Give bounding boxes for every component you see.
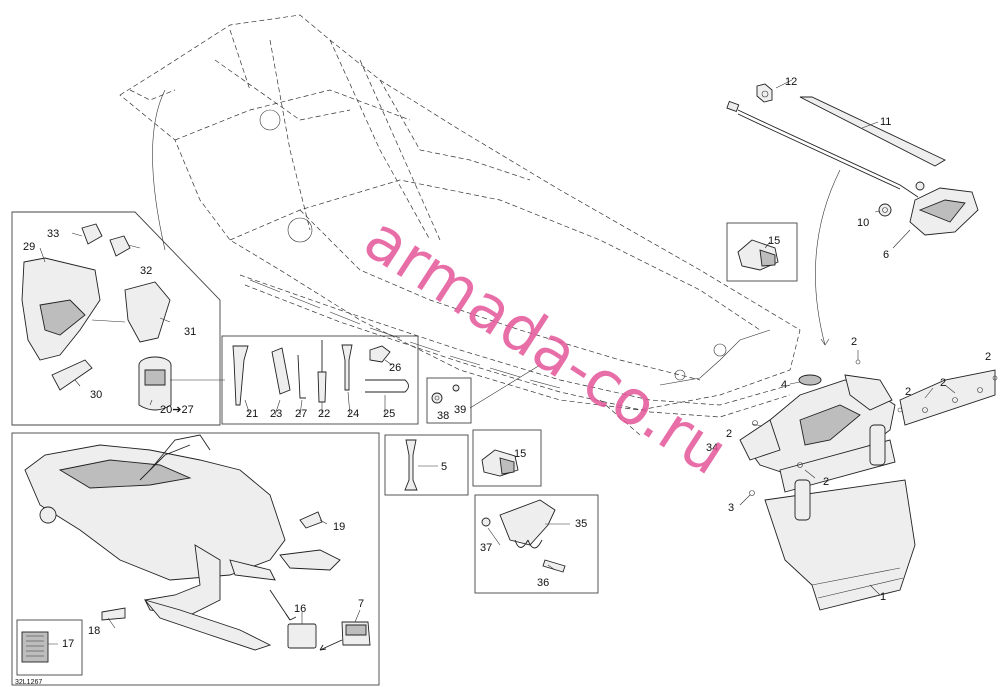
callout-15: 15	[768, 235, 780, 247]
snow-flap-assembly	[739, 350, 998, 611]
inset-nut-screw	[426, 364, 541, 424]
leader-curve-left	[152, 89, 166, 251]
callout-3: 3	[728, 502, 734, 514]
callout-10: 10	[857, 217, 869, 229]
callout-5: 5	[441, 461, 447, 473]
callout-21: 21	[246, 408, 258, 420]
callout-4: 4	[781, 379, 787, 391]
callout-35: 35	[575, 518, 587, 530]
callout-7: 7	[358, 598, 364, 610]
inset-tools	[221, 335, 419, 425]
callout-2: 2	[985, 351, 991, 363]
callout-33: 33	[47, 228, 59, 240]
callout-15: 15	[514, 448, 526, 460]
inset-part-15-bottom	[472, 429, 542, 487]
callout-2: 2	[905, 386, 911, 398]
callout-2: 2	[851, 336, 857, 348]
callout-22: 22	[318, 408, 330, 420]
inset-tool-kit	[11, 211, 225, 426]
callout-2: 2	[726, 428, 732, 440]
callout-25: 25	[383, 408, 395, 420]
chassis-frame	[119, 14, 801, 436]
callout-16: 16	[294, 603, 306, 615]
callout-30: 30	[90, 389, 102, 401]
inset-bracket-assembly	[474, 494, 599, 594]
callout-2: 2	[940, 377, 946, 389]
callout-29: 29	[23, 241, 35, 253]
reference-code: 32L1267	[15, 679, 42, 686]
callout-1: 1	[880, 591, 886, 603]
callout-31: 31	[184, 326, 196, 338]
callout-27: 27	[295, 408, 307, 420]
callout-11: 11	[880, 116, 891, 128]
callout-26: 26	[389, 362, 401, 374]
callout-17: 17	[62, 638, 74, 650]
callout-12: 12	[785, 76, 797, 88]
callout-18: 18	[88, 625, 100, 637]
callout-39: 39	[454, 404, 466, 416]
inset-snowmobile	[11, 432, 380, 686]
leader-curve-right	[815, 169, 841, 346]
callout-23: 23	[270, 408, 282, 420]
callout-36: 36	[537, 577, 549, 589]
callout-32: 32	[140, 265, 152, 277]
callout-24: 24	[347, 408, 359, 420]
callout-2: 2	[823, 476, 829, 488]
callout-20-27: 20➔27	[160, 404, 194, 416]
wiring-harness-group	[726, 79, 979, 249]
inset-part-15-top	[726, 222, 798, 282]
callout-37: 37	[480, 542, 492, 554]
callout-34: 34	[706, 442, 718, 454]
callout-19: 19	[333, 521, 345, 533]
callout-6: 6	[883, 249, 889, 261]
callout-labels: 1 2 2 2 2 2 2 3 4 5 6 7 10 11 12 15 15 1…	[15, 76, 991, 686]
callout-38: 38	[437, 410, 449, 422]
inset-wrench	[384, 434, 469, 496]
